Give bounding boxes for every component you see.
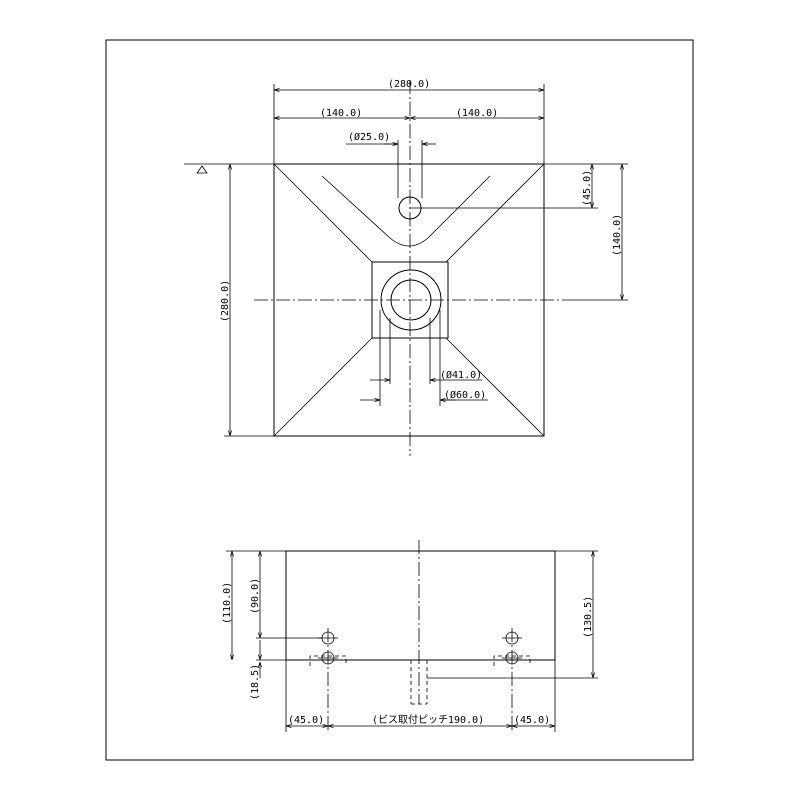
dim-screw-pitch: (ビス取付ピッチ190.0) xyxy=(372,713,484,726)
dim-width-left-half: (140.0) xyxy=(320,108,362,119)
dim-height-total: (280.0) xyxy=(220,280,231,322)
dim-side-height-130: (130.5) xyxy=(583,596,594,638)
dim-drain-dia-inner: (Ø41.0) xyxy=(440,369,482,381)
right-screw-mount xyxy=(493,628,531,732)
dim-side-margin-left: (45.0) xyxy=(288,715,324,726)
water-level-triangle xyxy=(196,165,208,174)
overflow-channel xyxy=(321,175,491,247)
dim-side-margin-right: (45.0) xyxy=(514,715,550,726)
dim-side-height-90: (90.0) xyxy=(250,578,261,614)
dim-side-offset-18: (18.5) xyxy=(250,664,261,700)
left-screw-mount xyxy=(309,628,347,732)
dim-drain-dia-outer: (Ø60.0) xyxy=(444,389,486,401)
top-view: (280.0) (140.0) (140.0) (Ø25.0) (45.0) (… xyxy=(184,79,628,456)
drawing-frame xyxy=(105,39,694,761)
dim-overflow-hole-dia: (Ø25.0) xyxy=(348,131,390,143)
dim-width-total: (280.0) xyxy=(388,79,430,90)
dim-width-right-half: (140.0) xyxy=(456,108,498,119)
dim-side-height-110: (110.0) xyxy=(222,582,233,624)
dim-height-half: (140.0) xyxy=(612,214,623,256)
side-view: (110.0) (90.0) (18.5) (130.5) (45.0) (ビス… xyxy=(222,540,598,732)
dim-overflow-offset: (45.0) xyxy=(582,170,593,206)
